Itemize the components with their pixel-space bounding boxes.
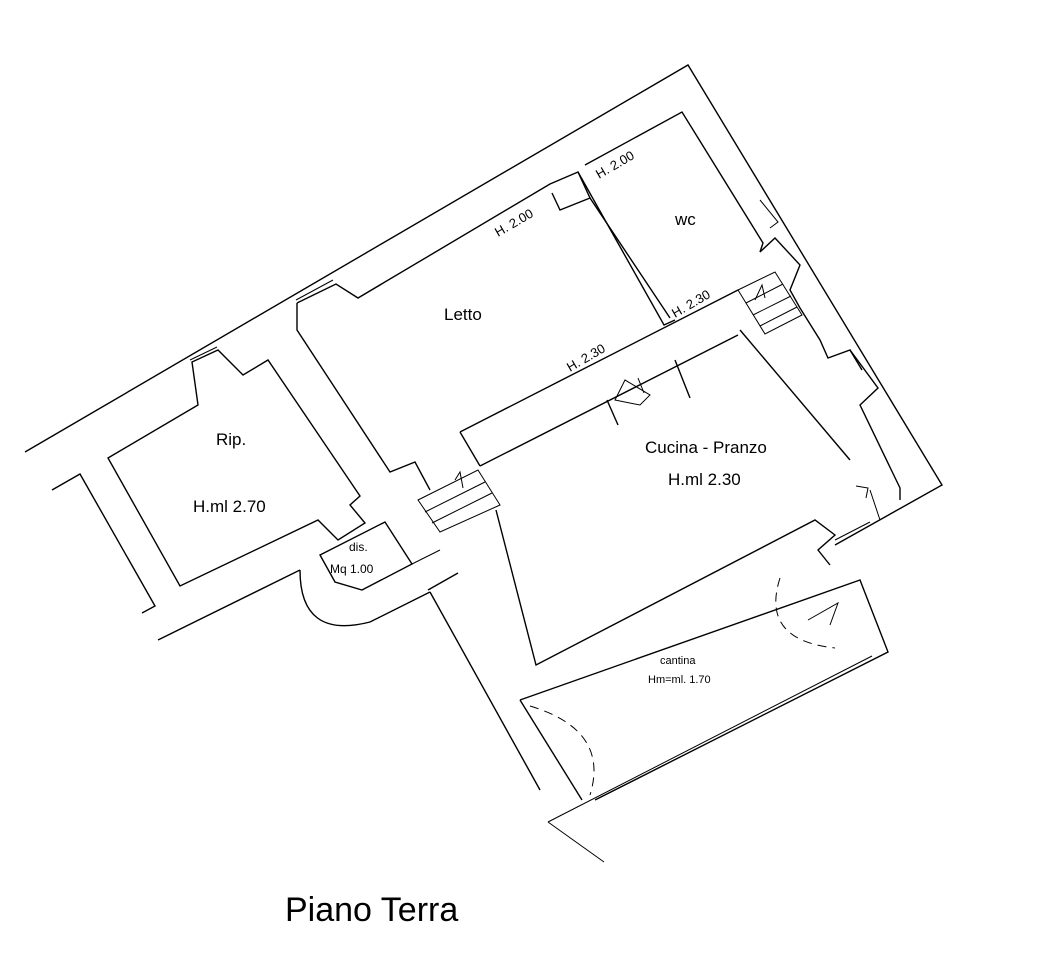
label-letto-height-bottom: H. 2.30 bbox=[564, 341, 608, 375]
label-wc-height-bottom: H. 2.30 bbox=[669, 287, 713, 321]
label-cucina: Cucina - Pranzo bbox=[645, 438, 767, 457]
room-cantina bbox=[519, 577, 889, 863]
label-letto-height-top: H. 2.00 bbox=[492, 206, 536, 240]
label-letto: Letto bbox=[444, 305, 482, 324]
labels: Letto wc Rip. H.ml 2.70 Cucina - Pranzo … bbox=[193, 148, 767, 686]
label-wc-height-top: H. 2.00 bbox=[593, 148, 637, 182]
label-wc: wc bbox=[674, 210, 696, 229]
room-cucina-pranzo bbox=[479, 329, 901, 667]
room-dis bbox=[299, 521, 441, 627]
stair-lower bbox=[417, 469, 501, 533]
label-rip: Rip. bbox=[216, 430, 246, 449]
plan-title: Piano Terra bbox=[285, 891, 458, 929]
room-rip bbox=[107, 346, 367, 587]
stair-upper bbox=[737, 271, 803, 335]
label-rip-height: H.ml 2.70 bbox=[193, 497, 266, 516]
room-wc bbox=[584, 111, 863, 371]
label-cucina-height: H.ml 2.30 bbox=[668, 470, 741, 489]
label-cantina-height: Hm=ml. 1.70 bbox=[648, 674, 711, 686]
label-dis-area: Mq 1.00 bbox=[330, 562, 374, 576]
label-dis: dis. bbox=[349, 540, 368, 554]
outer-walls bbox=[24, 64, 943, 791]
label-cantina: cantina bbox=[660, 655, 696, 667]
